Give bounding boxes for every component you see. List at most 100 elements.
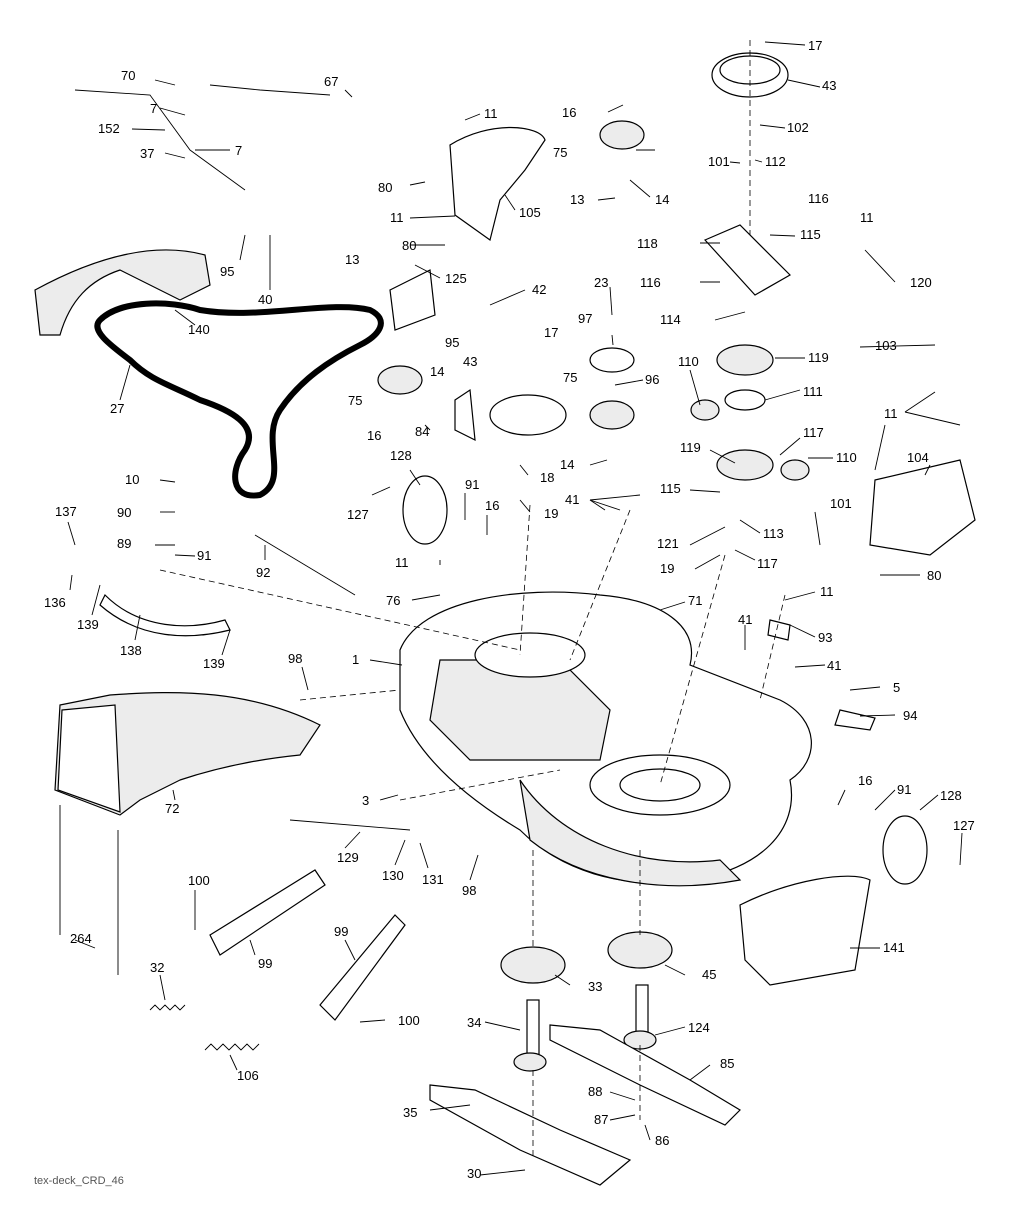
label-99-upper: 99 xyxy=(258,956,272,971)
label-106: 106 xyxy=(237,1068,259,1083)
spindle-left xyxy=(500,946,566,1072)
label-17-mid: 17 xyxy=(544,325,558,340)
label-131: 131 xyxy=(422,872,444,887)
label-19-left: 19 xyxy=(544,506,558,521)
label-41-mid: 41 xyxy=(738,612,752,627)
label-101-low: 101 xyxy=(830,496,852,511)
label-139-right: 139 xyxy=(203,656,225,671)
label-11-center: 11 xyxy=(395,555,409,570)
label-98-lower: 98 xyxy=(462,883,476,898)
label-1: 1 xyxy=(352,652,359,667)
label-140: 140 xyxy=(188,322,210,337)
label-137: 137 xyxy=(55,504,77,519)
label-87: 87 xyxy=(594,1112,608,1127)
label-94: 94 xyxy=(903,708,917,723)
label-97: 97 xyxy=(578,311,592,326)
label-27: 27 xyxy=(110,401,124,416)
lift-arm-lower xyxy=(319,914,406,1021)
label-17-top: 17 xyxy=(808,38,822,53)
label-89: 89 xyxy=(117,536,131,551)
label-110-left: 110 xyxy=(678,354,699,369)
label-32: 32 xyxy=(150,960,164,975)
label-128-left: 128 xyxy=(390,448,412,463)
label-41-right: 41 xyxy=(827,658,841,673)
label-95-mid: 95 xyxy=(445,335,459,350)
label-98-upper: 98 xyxy=(288,651,302,666)
label-14-low: 14 xyxy=(560,457,574,472)
label-117-top: 117 xyxy=(803,425,824,440)
label-7-a: 7 xyxy=(150,101,157,116)
mower-deck-housing xyxy=(399,591,812,887)
label-43-top: 43 xyxy=(822,78,836,93)
label-118: 118 xyxy=(637,236,658,251)
label-96: 96 xyxy=(645,372,659,387)
gear-set xyxy=(690,344,810,481)
label-127-right: 127 xyxy=(953,818,975,833)
discharge-chute xyxy=(54,692,321,816)
label-37: 37 xyxy=(140,146,154,161)
label-3: 3 xyxy=(362,793,369,808)
label-130: 130 xyxy=(382,868,404,883)
label-115-top: 115 xyxy=(800,227,821,242)
label-113: 113 xyxy=(763,526,784,541)
gauge-wheels xyxy=(402,475,928,885)
label-114: 114 xyxy=(660,312,681,327)
mounting-plate xyxy=(703,224,791,296)
label-119-top: 119 xyxy=(808,350,829,365)
label-91-left: 91 xyxy=(465,477,479,492)
label-100-lower: 100 xyxy=(398,1013,420,1028)
label-80-mid: 80 xyxy=(402,238,416,253)
blade-left xyxy=(429,1084,632,1186)
label-88: 88 xyxy=(588,1084,602,1099)
label-91-far: 91 xyxy=(197,548,211,563)
part-number-labels: 17 43 102 112 101 116 16 75 14 13 11 105… xyxy=(44,38,975,1181)
label-75-low: 75 xyxy=(563,370,577,385)
label-120: 120 xyxy=(910,275,932,290)
label-100-upper: 100 xyxy=(188,873,210,888)
label-16-top: 16 xyxy=(562,105,576,120)
guard-141 xyxy=(739,875,871,986)
label-18: 18 xyxy=(540,470,554,485)
label-72: 72 xyxy=(165,801,179,816)
belt-cover-105 xyxy=(449,127,546,242)
hose-138 xyxy=(99,593,231,637)
leader-lines xyxy=(67,41,963,1176)
label-141: 141 xyxy=(883,940,905,955)
label-11-top: 11 xyxy=(484,106,498,121)
control-rod-152 xyxy=(74,84,331,191)
label-102: 102 xyxy=(787,120,809,135)
label-105: 105 xyxy=(519,205,541,220)
label-115-low: 115 xyxy=(660,481,681,496)
label-119-low: 119 xyxy=(680,440,701,455)
bracket-93 xyxy=(767,619,791,641)
label-129: 129 xyxy=(337,850,359,865)
spring-32 xyxy=(149,1004,186,1011)
label-13-mid: 13 xyxy=(345,252,359,267)
label-127-left: 127 xyxy=(347,507,369,522)
label-11-far: 11 xyxy=(884,406,898,421)
label-11-mid: 11 xyxy=(390,210,404,225)
label-104: 104 xyxy=(907,450,929,465)
label-34: 34 xyxy=(467,1015,481,1030)
bracket-125 xyxy=(389,269,436,331)
label-80-right: 80 xyxy=(927,568,941,583)
label-117-low: 117 xyxy=(757,556,778,571)
spindle-right xyxy=(607,931,673,1050)
label-111: 111 xyxy=(803,384,823,399)
lift-arm-upper xyxy=(209,869,326,956)
label-80-upper: 80 xyxy=(378,180,392,195)
label-152: 152 xyxy=(98,121,120,136)
rod-129 xyxy=(289,819,411,831)
label-138: 138 xyxy=(120,643,142,658)
label-14-top: 14 xyxy=(655,192,669,207)
label-110-right: 110 xyxy=(836,450,857,465)
bracket-94 xyxy=(834,709,876,731)
label-101-top: 101 xyxy=(708,154,730,169)
label-11-right: 11 xyxy=(860,210,874,225)
pulley-top xyxy=(711,40,789,260)
label-93: 93 xyxy=(818,630,832,645)
label-112: 112 xyxy=(765,154,786,169)
label-35: 35 xyxy=(403,1105,417,1120)
label-7-b: 7 xyxy=(235,143,242,158)
